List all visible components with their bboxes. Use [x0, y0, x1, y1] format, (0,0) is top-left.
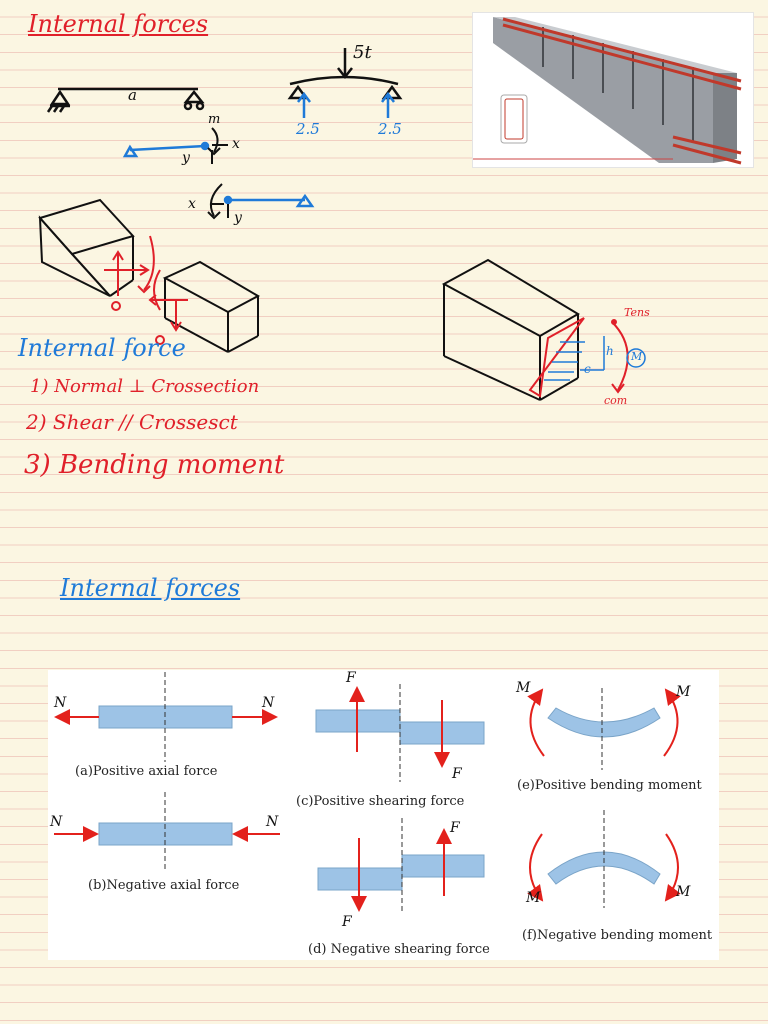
- axis-m-label: m: [208, 112, 221, 127]
- label-m: M: [676, 684, 691, 700]
- label-n: N: [262, 695, 275, 711]
- compression-label: com: [604, 394, 628, 407]
- label-m: M: [526, 890, 541, 906]
- free-body-axes-right: [207, 183, 229, 220]
- free-body-segment-left: [122, 141, 210, 158]
- internal-forces-figure: N N N N F F F F M M M M (a)Positive axia…: [48, 670, 719, 960]
- label-n: N: [54, 695, 67, 711]
- moment-label: M: [631, 350, 643, 363]
- lever-h-label: h: [606, 344, 614, 358]
- caption-d: (d) Negative shearing force: [308, 942, 490, 957]
- caption-a: (a)Positive axial force: [75, 764, 218, 779]
- positive-bending-diagram: [527, 688, 681, 770]
- beam-sketch: [46, 87, 205, 113]
- positive-shear-diagram: [315, 684, 485, 782]
- cut-blocks-sketch: [38, 198, 261, 353]
- loaded-beam-sketch: [287, 48, 403, 100]
- force-diagrams: [54, 672, 681, 914]
- positive-axial-diagram: [54, 672, 278, 762]
- beam-mid-label: a: [128, 86, 137, 104]
- label-f: F: [450, 820, 460, 836]
- stress-block-sketch: [441, 258, 580, 401]
- lever-c-label: c: [584, 362, 591, 376]
- free-body-axes-left: [207, 127, 228, 164]
- reaction-arrows: [297, 91, 395, 118]
- caption-e: (e)Positive bending moment: [517, 778, 702, 793]
- reaction-left-label: 2.5: [296, 120, 320, 138]
- axis-x-label-2: x: [188, 196, 196, 212]
- label-n: N: [50, 814, 63, 830]
- stress-arrows: [544, 336, 646, 381]
- list-item: 2) Shear // Crossesct: [26, 410, 238, 434]
- negative-bending-diagram: [527, 810, 681, 908]
- stress-distribution-sketch: [528, 317, 629, 398]
- load-label: 5t: [353, 42, 372, 63]
- label-n: N: [266, 814, 279, 830]
- axis-y-label-2: y: [234, 210, 242, 226]
- label-m: M: [676, 884, 691, 900]
- list-item: 3) Bending moment: [24, 450, 285, 480]
- negative-shear-diagram: [317, 818, 485, 914]
- section-title: Internal forces: [60, 574, 241, 602]
- reinforced-beam-image: [472, 12, 754, 168]
- label-f: F: [342, 914, 352, 930]
- tension-label: Tens: [624, 306, 650, 319]
- label-f: F: [346, 670, 356, 686]
- caption-c: (c)Positive shearing force: [296, 794, 465, 809]
- axis-x-label: x: [232, 136, 240, 152]
- label-m: M: [516, 680, 531, 696]
- negative-axial-diagram: [54, 792, 280, 872]
- axis-y-label: y: [182, 150, 190, 166]
- caption-f: (f)Negative bending moment: [522, 928, 713, 943]
- label-f: F: [452, 766, 462, 782]
- free-body-segment-right: [223, 193, 315, 208]
- internal-force-heading: Internal force: [18, 334, 186, 362]
- page-title: Internal forces: [28, 10, 209, 38]
- caption-b: (b)Negative axial force: [88, 878, 240, 893]
- list-item: 1) Normal ⊥ Crossection: [30, 376, 260, 397]
- reaction-right-label: 2.5: [378, 120, 402, 138]
- cut-forces-sketch: [104, 235, 188, 345]
